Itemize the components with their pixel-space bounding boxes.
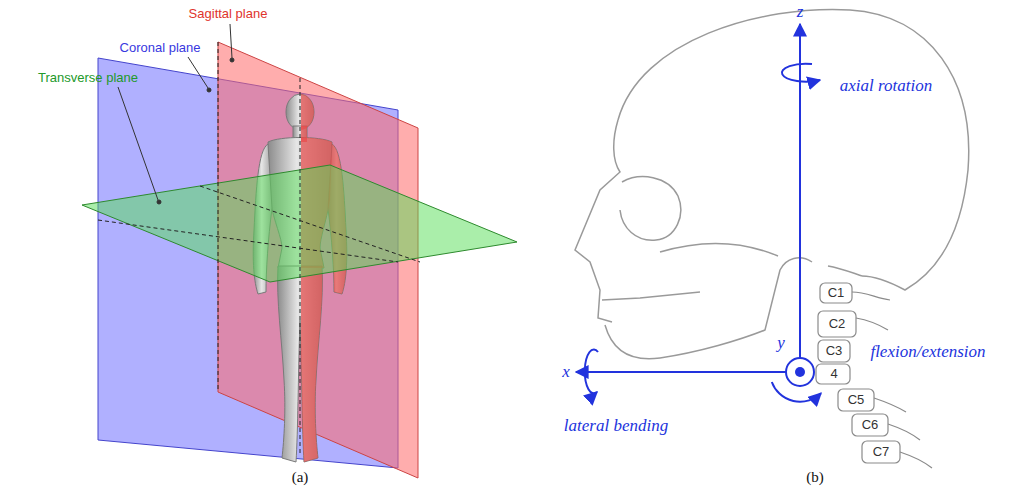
vertebra-label: C1 xyxy=(828,286,845,300)
vertebra-label: C6 xyxy=(862,418,879,432)
motion-label: flexion/extension xyxy=(870,343,985,362)
skull-outline xyxy=(575,10,969,359)
plane-label: Sagittal plane xyxy=(189,7,268,21)
panel-label: (b) xyxy=(806,469,824,486)
rotation-arrows xyxy=(585,64,821,402)
cervical-vertebrae xyxy=(816,283,932,468)
vertebra-label: 4 xyxy=(830,367,837,381)
axis-label: y xyxy=(777,334,785,353)
plane-label: Transverse plane xyxy=(38,71,138,85)
vertebra-label: C3 xyxy=(826,344,843,358)
transverse-plane xyxy=(82,165,517,282)
leader-lines xyxy=(118,24,234,204)
vertebra-label: C7 xyxy=(873,445,890,459)
plane-label: Coronal plane xyxy=(120,41,201,55)
plane-intersections xyxy=(98,42,420,455)
vertebra-label: C5 xyxy=(848,393,865,407)
vertebra-label: C2 xyxy=(829,317,846,331)
axis-label: z xyxy=(797,3,804,22)
axis-label: x xyxy=(562,363,570,382)
panel-label: (a) xyxy=(292,469,309,486)
figure-sagittal-tint xyxy=(301,94,347,462)
motion-label: lateral bending xyxy=(564,417,668,436)
coordinate-axes xyxy=(576,24,814,386)
motion-label: axial rotation xyxy=(840,77,932,96)
